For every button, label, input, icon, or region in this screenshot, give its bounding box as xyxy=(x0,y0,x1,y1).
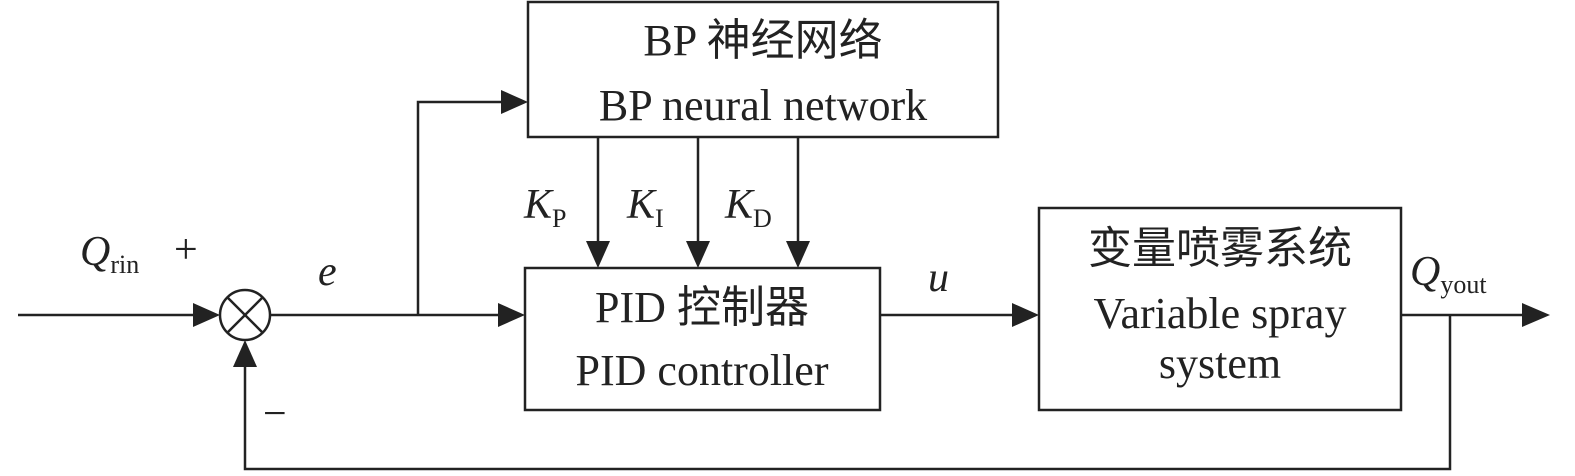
ki-arrowhead xyxy=(686,241,710,268)
kp-label: KP xyxy=(523,182,566,233)
output-arrowhead xyxy=(1522,303,1550,327)
kp-arrowhead xyxy=(586,241,610,268)
pid-block-title-cn: PID 控制器 xyxy=(595,283,809,332)
feedback-minus-sign: − xyxy=(263,391,287,437)
error-label: e xyxy=(318,249,337,295)
control-label: u xyxy=(928,255,949,301)
ki-label: KI xyxy=(626,182,664,233)
control-arrowhead xyxy=(1012,303,1039,327)
pid-block-title-en: PID controller xyxy=(576,346,829,395)
error-to-bp-arrowhead xyxy=(501,90,528,114)
bp-block-title-en: BP neural network xyxy=(599,81,927,130)
spray-block-title-cn: 变量喷雾系统 xyxy=(1088,224,1352,273)
kd-label: KD xyxy=(724,182,772,233)
spray-block-title-en-1: Variable spray xyxy=(1094,289,1347,338)
feedback-line xyxy=(243,315,1452,471)
spray-block-title-en-2: system xyxy=(1159,339,1281,388)
input-plus-sign: + xyxy=(174,227,198,273)
spray-system-block xyxy=(1037,206,1403,412)
bp-network-block xyxy=(526,0,1000,139)
input-arrowhead xyxy=(193,303,220,327)
summing-junction xyxy=(218,288,272,342)
error-to-bp-line xyxy=(416,100,505,315)
feedback-arrowhead xyxy=(233,340,257,367)
bp-block-title-cn: BP 神经网络 xyxy=(643,16,882,65)
input-signal-label: Qrin xyxy=(80,229,139,279)
error-to-pid-arrowhead xyxy=(498,303,525,327)
kd-arrowhead xyxy=(786,241,810,268)
pid-controller-block xyxy=(523,266,882,412)
output-signal-label: Qyout xyxy=(1410,249,1487,299)
